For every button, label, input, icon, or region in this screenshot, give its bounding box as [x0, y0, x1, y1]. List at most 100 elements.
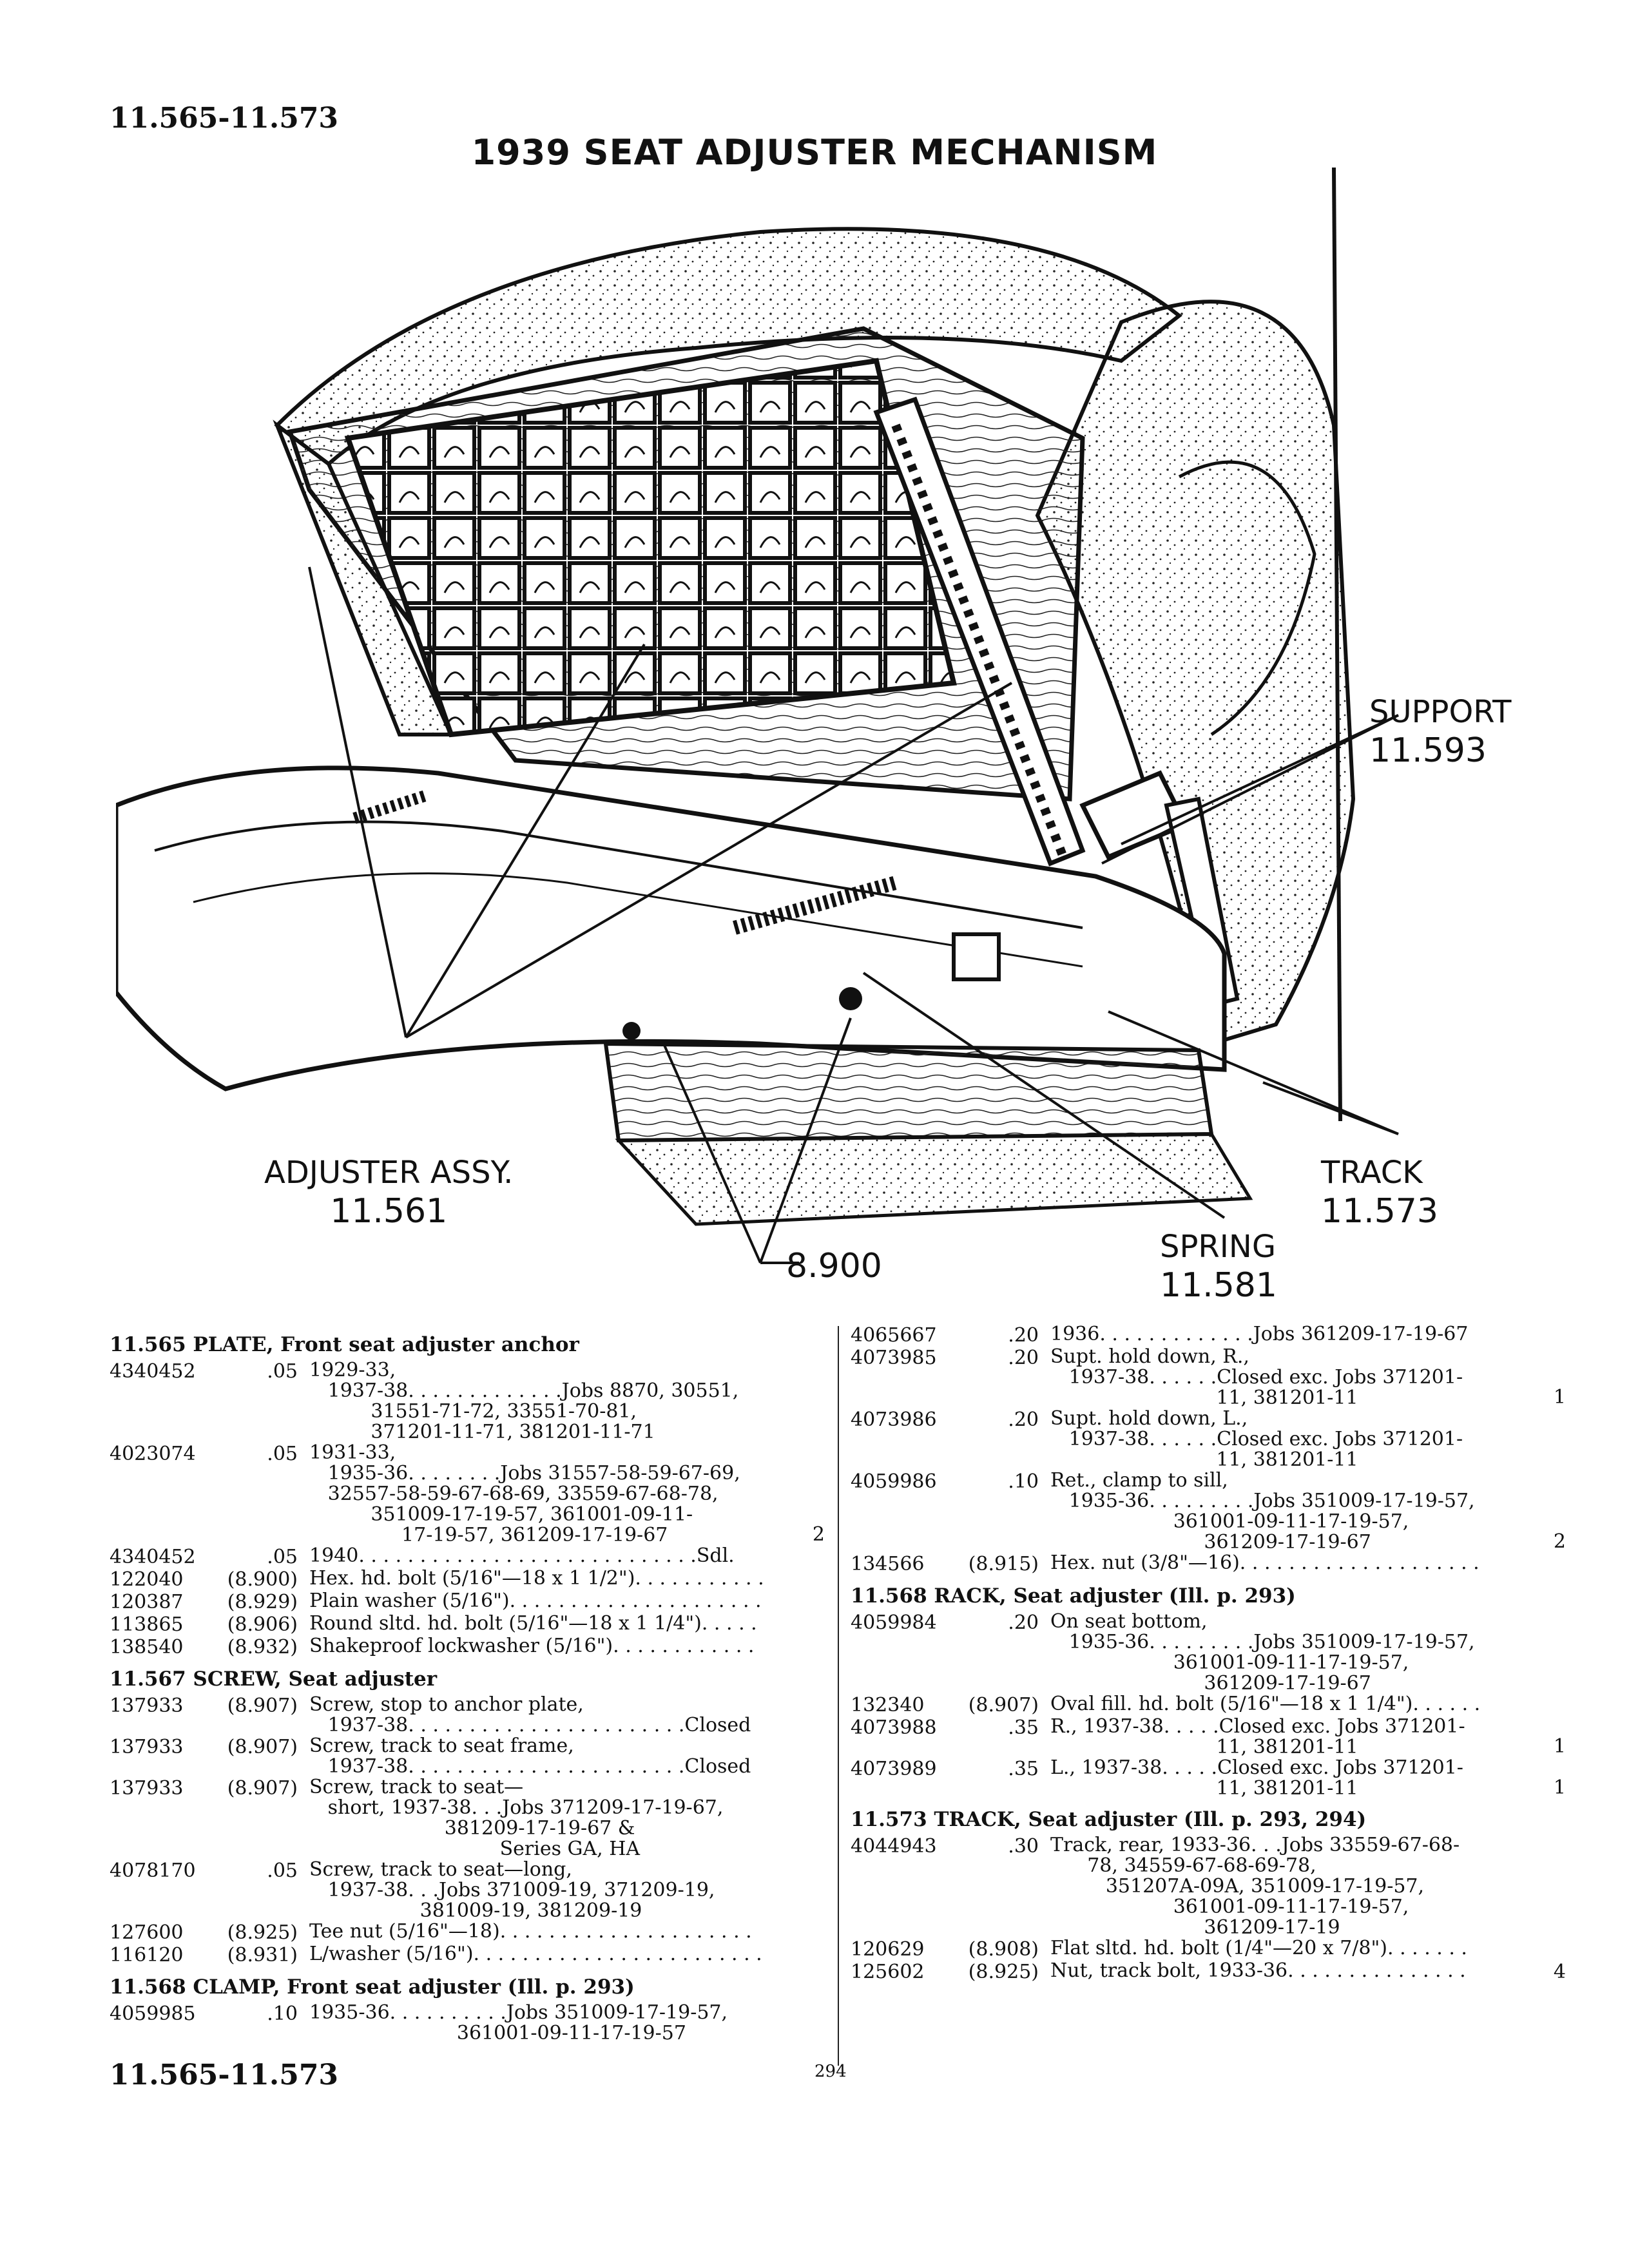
part-description: Supt. hold down, R., 1937-38. . . . . .C…: [1050, 1345, 1463, 1409]
part-description: Screw, stop to anchor plate, 1937-38. . …: [309, 1693, 751, 1736]
parts-row: 127600(8.925)Tee nut (5/16"—18). . . . .…: [110, 1921, 825, 1945]
parts-row: 137933 (8.907) Screw, track to seat— short…: [110, 1777, 825, 1860]
part-number: 134566: [851, 1553, 925, 1575]
part-number: 116120: [110, 1944, 184, 1966]
callout-spring-number: 11.581: [1160, 1266, 1277, 1305]
parts-row: 132340(8.907)Oval fill. hd. bolt (5/16"—…: [851, 1694, 1566, 1717]
part-number: 137933: [110, 1695, 184, 1717]
part-description: L/washer (5/16"). . . . . . . . . . . . …: [309, 1943, 762, 1965]
parts-row: 4059984 .20 On seat bottom, 1935-36. . . .…: [851, 1611, 1566, 1694]
reference-number: .05: [267, 1860, 298, 1882]
part-number: 4340452: [110, 1360, 196, 1383]
part-description: R., 1937-38. . . . .Closed exc. Jobs 371…: [1050, 1715, 1465, 1758]
part-number: 4078170: [110, 1860, 196, 1882]
reference-number: .20: [1008, 1347, 1039, 1369]
part-number: 4023074: [110, 1443, 196, 1465]
section-heading: 11.565 PLATE, Front seat adjuster anchor: [110, 1333, 579, 1356]
part-number: 127600: [110, 1921, 184, 1944]
callout-hardware-number: 8.900: [786, 1247, 882, 1285]
reference-number: (8.932): [227, 1636, 298, 1658]
section-heading: 11.567 SCREW, Seat adjuster: [110, 1667, 438, 1691]
part-description: Round sltd. hd. bolt (5/16"—18 x 1 1/4")…: [309, 1612, 757, 1635]
part-number: 4059986: [851, 1470, 937, 1493]
page-ref-bottom: 11.565-11.573: [110, 2059, 339, 2091]
reference-number: .05: [267, 1443, 298, 1465]
part-number: 138540: [110, 1636, 184, 1658]
reference-number: .20: [1008, 1408, 1039, 1431]
reference-number: (8.900): [227, 1568, 298, 1591]
leader-lines: [308, 566, 1399, 1264]
callout-spring: SPRING 11.581: [1160, 1227, 1277, 1305]
callout-support: SUPPORT 11.593: [1369, 693, 1511, 770]
parts-list-left: 11.565 PLATE, Front seat adjuster anchor…: [110, 1324, 825, 2044]
part-number: 4073989: [851, 1758, 937, 1780]
quantity: 1: [1553, 1386, 1566, 1408]
part-number: 132340: [851, 1694, 925, 1716]
part-description: On seat bottom, 1935-36. . . . . . . . .…: [1050, 1610, 1475, 1695]
reference-number: (8.925): [968, 1961, 1039, 1983]
quantity: 4: [1553, 1961, 1566, 1983]
callout-track: TRACK 11.573: [1321, 1153, 1438, 1231]
reference-number: (8.915): [968, 1553, 1039, 1575]
part-number: 4059984: [851, 1611, 937, 1634]
section-heading: 11.568 RACK, Seat adjuster (Ill. p. 293): [851, 1584, 1296, 1608]
quantity: 1: [1553, 1776, 1566, 1799]
seat-adjuster-illustration: [116, 167, 1399, 1264]
part-description: Hex. nut (3/8"—16). . . . . . . . . . . …: [1050, 1552, 1480, 1574]
reference-number: .20: [1008, 1611, 1039, 1634]
reference-number: (8.925): [227, 1921, 298, 1944]
part-description: Nut, track bolt, 1933-36. . . . . . . . …: [1050, 1959, 1466, 1982]
part-description: Supt. hold down, L., 1937-38. . . . . .C…: [1050, 1407, 1463, 1471]
reference-number: (8.907): [227, 1777, 298, 1800]
reference-number: .20: [1008, 1324, 1039, 1347]
part-description: Plain washer (5/16"). . . . . . . . . . …: [309, 1590, 762, 1612]
part-number: 137933: [110, 1736, 184, 1758]
part-number: 122040: [110, 1568, 184, 1591]
part-description: 1936. . . . . . . . . . . . .Jobs 361209…: [1050, 1323, 1469, 1345]
parts-row: 134566 (8.915) Hex. nut (3/8"—16). . . . .…: [851, 1552, 1566, 1576]
part-number: 120629: [851, 1938, 925, 1961]
parts-row: 116120(8.931)L/washer (5/16"). . . . . .…: [110, 1943, 825, 1967]
part-description: Ret., clamp to sill, 1935-36. . . . . . …: [1050, 1469, 1475, 1553]
page-ref-top: 11.565-11.573: [110, 102, 339, 135]
part-number: 137933: [110, 1777, 184, 1800]
part-description: 1940. . . . . . . . . . . . . . . . . . …: [309, 1544, 735, 1567]
parts-row: 137933(8.907)Screw, track to seat frame,…: [110, 1736, 825, 1777]
callout-track-label: TRACK: [1321, 1155, 1423, 1191]
reference-number: .30: [1008, 1835, 1039, 1858]
callout-spring-label: SPRING: [1160, 1229, 1277, 1265]
part-description: Shakeproof lockwasher (5/16"). . . . . .…: [309, 1635, 755, 1657]
reference-number: .10: [1008, 1470, 1039, 1493]
section-heading: 11.573 TRACK, Seat adjuster (Ill. p. 293…: [851, 1808, 1367, 1831]
part-description: L., 1937-38. . . . .Closed exc. Jobs 371…: [1050, 1756, 1463, 1800]
part-number: 125602: [851, 1961, 925, 1983]
part-number: 4065667: [851, 1324, 937, 1347]
reference-number: (8.929): [227, 1591, 298, 1613]
reference-number: (8.907): [227, 1695, 298, 1717]
part-description: 1935-36. . . . . . . . . .Jobs 351009-17…: [309, 2001, 728, 2044]
parts-row: 125602 (8.925) Nut, track bolt, 1933-36. .…: [851, 1959, 1566, 1984]
page-title: 1939 SEAT ADJUSTER MECHANISM: [471, 132, 1158, 173]
reference-number: (8.908): [968, 1938, 1039, 1961]
reference-number: (8.907): [227, 1736, 298, 1758]
parts-row: 120629 (8.908) Flat sltd. hd. bolt (1/4"—2…: [851, 1938, 1566, 1961]
callout-support-number: 11.593: [1369, 731, 1487, 770]
callout-support-label: SUPPORT: [1369, 694, 1512, 730]
part-description: Flat sltd. hd. bolt (1/4"—20 x 7/8"). . …: [1050, 1937, 1467, 1959]
part-description: Screw, track to seat— short, 1937-38. . …: [309, 1776, 724, 1860]
reference-number: .05: [267, 1360, 298, 1383]
reference-number: .10: [267, 2003, 298, 2025]
part-number: 113865: [110, 1613, 184, 1636]
part-number: 4340452: [110, 1546, 196, 1568]
callout-adjuster-label: ADJUSTER ASSY.: [264, 1155, 514, 1191]
callout-adjuster: ADJUSTER ASSY. 11.561: [264, 1153, 513, 1231]
part-number: 4073988: [851, 1716, 937, 1739]
callout-track-number: 11.573: [1321, 1192, 1438, 1231]
